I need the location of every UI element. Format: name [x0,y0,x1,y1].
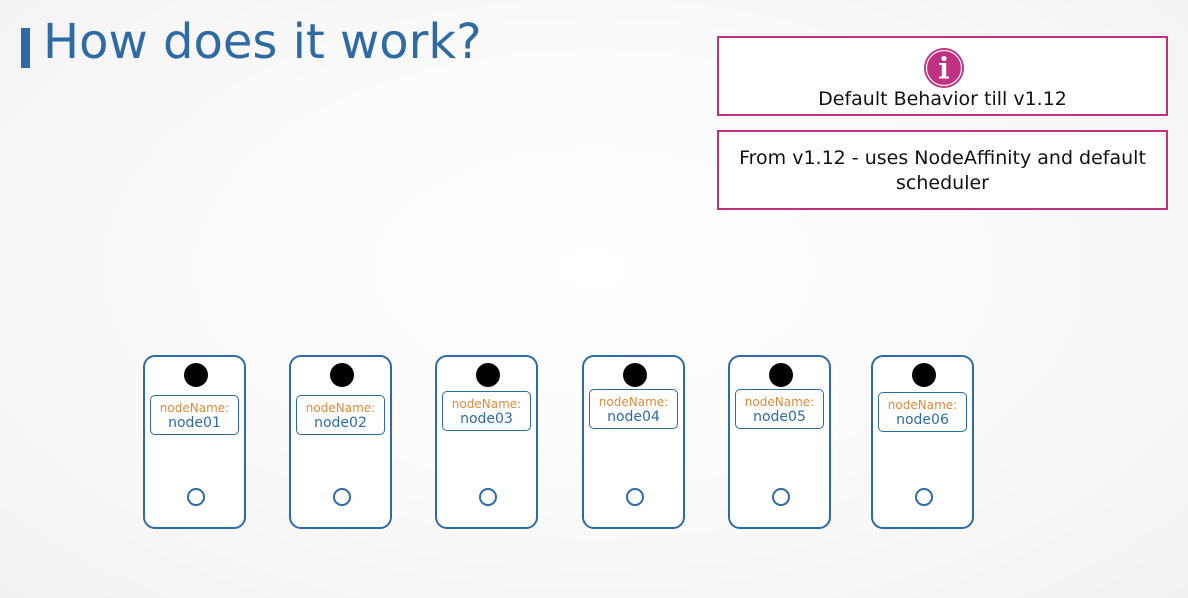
pod-top-dot [623,363,647,387]
pod-node04: nodeName: node04 [582,355,685,529]
pod-bottom-circle [479,488,497,506]
pod-node05: nodeName: node05 [728,355,831,529]
label-value: node04 [607,409,660,425]
pod-bottom-circle [626,488,644,506]
label-key: nodeName: [598,395,669,409]
node-label: nodeName: node05 [735,389,824,429]
label-value: node02 [314,415,367,431]
default-behavior-box: Default Behavior till v1.12 [717,36,1168,116]
node-label: nodeName: node06 [878,392,967,432]
pod-top-dot [184,363,208,387]
label-key: nodeName: [305,401,376,415]
pod-node02: nodeName: node02 [289,355,392,529]
node-label: nodeName: node01 [150,395,239,435]
info-icon [924,48,964,88]
node-label: nodeName: node02 [296,395,385,435]
pod-top-dot [769,363,793,387]
pod-node03: nodeName: node03 [435,355,538,529]
node-label: nodeName: node03 [442,391,531,431]
default-behavior-text: Default Behavior till v1.12 [818,88,1067,110]
pod-bottom-circle [772,488,790,506]
title-accent-bar [21,28,30,68]
pod-node06: nodeName: node06 [871,355,974,529]
label-value: node01 [168,415,221,431]
label-key: nodeName: [159,401,230,415]
from-v112-box: From v1.12 - uses NodeAffinity and defau… [717,130,1168,210]
pod-node01: nodeName: node01 [143,355,246,529]
pod-top-dot [330,363,354,387]
pod-bottom-circle [187,488,205,506]
pod-top-dot [476,363,500,387]
from-v112-text: From v1.12 - uses NodeAffinity and defau… [739,147,1146,194]
pod-top-dot [912,363,936,387]
label-key: nodeName: [451,397,522,411]
label-value: node06 [896,412,949,428]
pod-bottom-circle [915,488,933,506]
page-title: How does it work? [43,14,482,70]
pod-bottom-circle [333,488,351,506]
label-value: node05 [753,409,806,425]
label-value: node03 [460,411,513,427]
label-key: nodeName: [744,395,815,409]
label-key: nodeName: [887,398,958,412]
node-label: nodeName: node04 [589,389,678,429]
